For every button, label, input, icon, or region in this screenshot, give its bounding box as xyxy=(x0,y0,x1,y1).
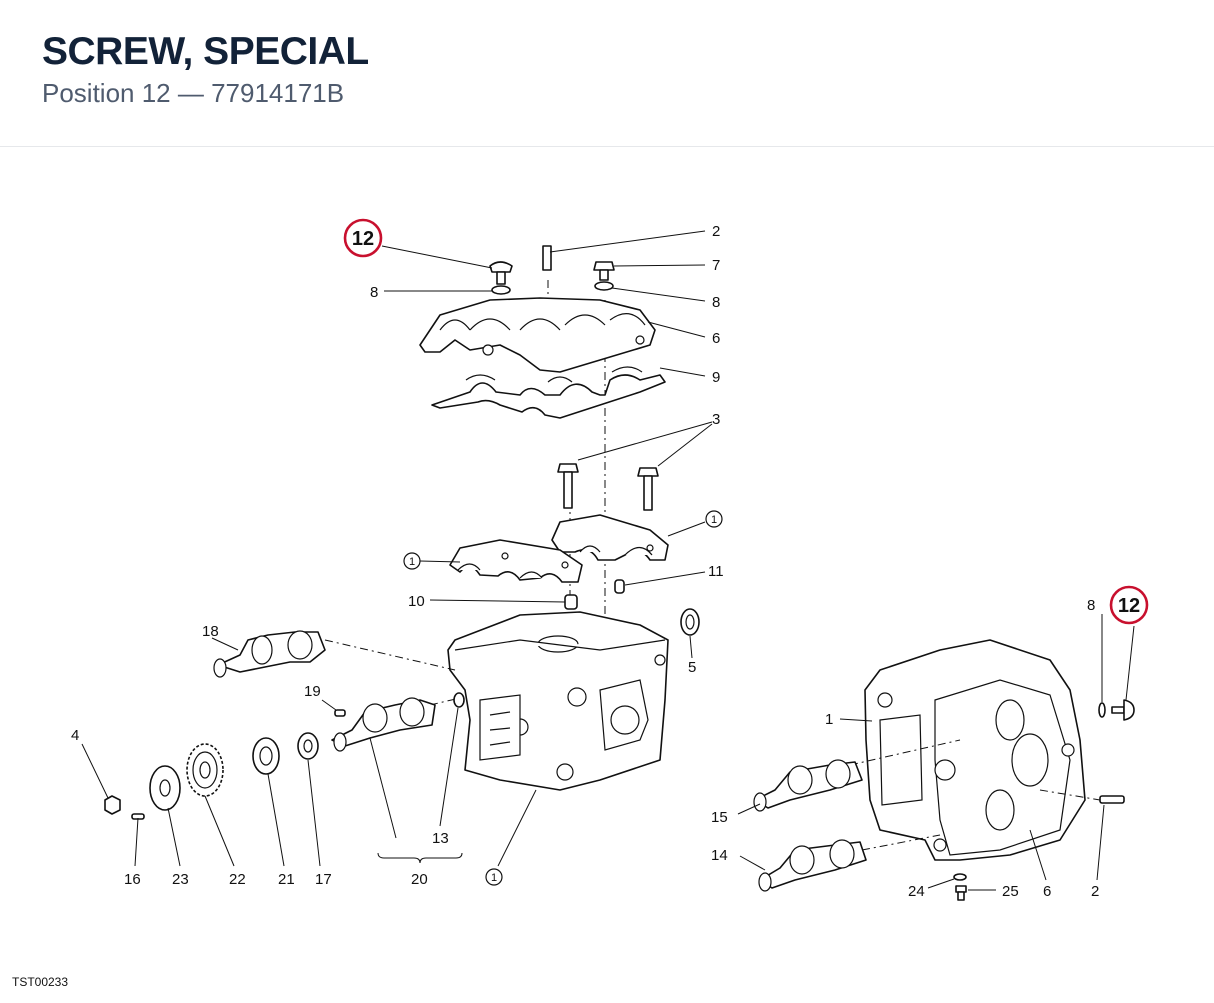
bearing-cap-left-part[interactable] xyxy=(449,539,583,583)
washer-part-2[interactable] xyxy=(594,281,614,291)
washer-part-4[interactable] xyxy=(953,873,967,881)
callout-4: 4 xyxy=(71,727,79,744)
camshaft-15-part[interactable] xyxy=(753,739,961,812)
callout-23: 23 xyxy=(172,871,189,888)
svg-text:1: 1 xyxy=(491,872,497,884)
bearing-cap-right-part[interactable] xyxy=(551,514,669,561)
svg-text:1: 1 xyxy=(409,556,415,568)
svg-text:1: 1 xyxy=(711,514,717,526)
callout-18: 18 xyxy=(202,623,219,640)
dowel-pin-part[interactable] xyxy=(614,579,625,594)
page-title: SCREW, SPECIAL xyxy=(42,30,369,73)
callout-2: 2 xyxy=(712,223,720,240)
callout-8: 8 xyxy=(1087,597,1095,614)
highlight-callout-12-top[interactable]: 12 xyxy=(343,218,383,258)
cap-bolt-part-2[interactable] xyxy=(637,467,659,511)
stud-part[interactable] xyxy=(542,245,552,271)
callout-25: 25 xyxy=(1002,883,1019,900)
valve-cover-part[interactable] xyxy=(419,297,656,373)
sprocket-part[interactable] xyxy=(186,743,224,797)
valve-cover-gasket-part[interactable] xyxy=(431,366,666,419)
camshaft-exhaust-part[interactable] xyxy=(331,692,465,752)
callout-24: 24 xyxy=(908,883,925,900)
callout-20: 20 xyxy=(411,871,428,888)
reference-markers: 1 1 1 xyxy=(403,510,723,886)
callout-10: 10 xyxy=(408,593,425,610)
cylinder-head-right-part[interactable] xyxy=(864,639,1086,861)
camshaft-intake-part[interactable] xyxy=(213,630,456,678)
svg-text:12: 12 xyxy=(352,228,374,250)
nut-part[interactable] xyxy=(104,795,121,815)
callout-11: 11 xyxy=(708,563,724,580)
callout-7: 7 xyxy=(712,257,720,274)
callout-9: 9 xyxy=(712,369,720,386)
callout-6: 6 xyxy=(712,330,720,347)
exploded-parts-diagram: 12 12 2 7 8 8 6 9 3 11 10 5 18 19 4 13 1… xyxy=(71,218,1149,901)
header: SCREW, SPECIAL Position 12 — 77914171B xyxy=(0,0,1214,147)
sleeve-part[interactable] xyxy=(564,594,578,610)
svg-text:12: 12 xyxy=(1118,595,1140,617)
callout-21: 21 xyxy=(278,871,295,888)
callout-15: 15 xyxy=(711,809,728,826)
cap-bolt-part[interactable] xyxy=(557,463,579,509)
drive-plate-part[interactable] xyxy=(149,765,181,811)
hub-part[interactable] xyxy=(252,737,280,775)
reference-marker-1: 1 xyxy=(705,510,723,528)
washer-part-3[interactable] xyxy=(1098,702,1106,718)
seal-ring-part[interactable] xyxy=(297,732,319,760)
callout-3: 3 xyxy=(712,411,720,428)
callout-13: 13 xyxy=(432,830,449,847)
reference-marker-1: 1 xyxy=(485,868,503,886)
cylinder-head-left-part[interactable] xyxy=(447,611,669,791)
callout-1: 1 xyxy=(825,711,833,728)
leader-lines xyxy=(81,230,1135,891)
bearing-cap-group xyxy=(449,463,669,610)
callout-5: 5 xyxy=(688,659,696,676)
special-screw-part[interactable] xyxy=(489,261,513,285)
callout-2: 2 xyxy=(1091,883,1099,900)
callout-labels: 2 7 8 8 6 9 3 11 10 5 18 19 4 13 16 23 2… xyxy=(71,223,1099,900)
oil-seal-part[interactable] xyxy=(680,608,700,636)
highlight-callout-12-right[interactable]: 12 xyxy=(1109,585,1149,625)
camshaft-14-part[interactable] xyxy=(758,834,941,892)
callout-22: 22 xyxy=(229,871,246,888)
valve-cover-group xyxy=(419,245,666,630)
callout-19: 19 xyxy=(304,683,321,700)
reference-marker-1: 1 xyxy=(403,552,421,570)
callout-8: 8 xyxy=(712,294,720,311)
callout-17: 17 xyxy=(315,871,332,888)
special-screw-part-2[interactable] xyxy=(1111,699,1135,721)
drawing-reference-code: TST00233 xyxy=(12,975,69,989)
key-part[interactable] xyxy=(334,709,346,717)
stud-part-2[interactable] xyxy=(1099,795,1125,804)
callout-16: 16 xyxy=(124,871,141,888)
bolt-part[interactable] xyxy=(593,261,615,281)
callout-8: 8 xyxy=(370,284,378,301)
washer-part[interactable] xyxy=(491,285,511,295)
plug-part[interactable] xyxy=(955,885,967,901)
page-subtitle: Position 12 — 77914171B xyxy=(42,78,345,108)
callout-14: 14 xyxy=(711,847,728,864)
callout-6: 6 xyxy=(1043,883,1051,900)
